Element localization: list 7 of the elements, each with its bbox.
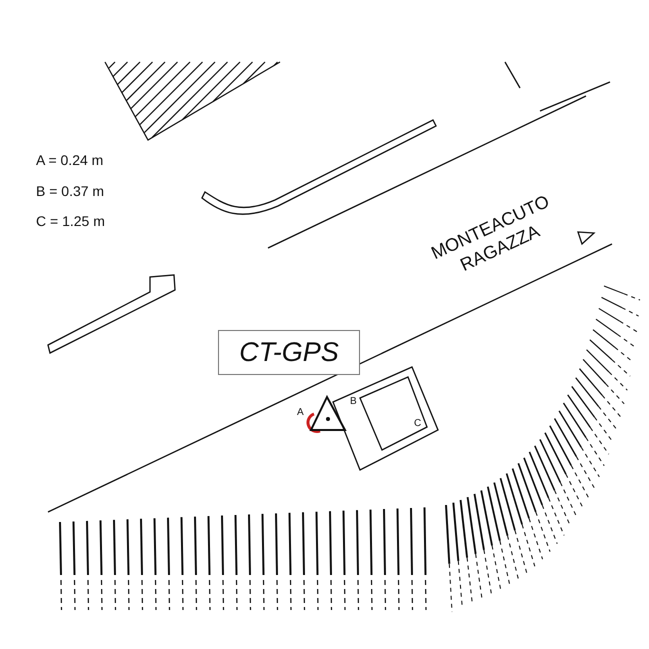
point-label: A: [297, 408, 304, 418]
point-label: B: [350, 397, 357, 407]
dimension-text: B = 0.37 m: [36, 184, 104, 198]
point-label: C: [414, 419, 422, 429]
station-name-box: CT-GPS: [218, 330, 360, 375]
dimension-text: A = 0.24 m: [36, 153, 104, 167]
dimension-text: C = 1.25 m: [36, 214, 105, 228]
